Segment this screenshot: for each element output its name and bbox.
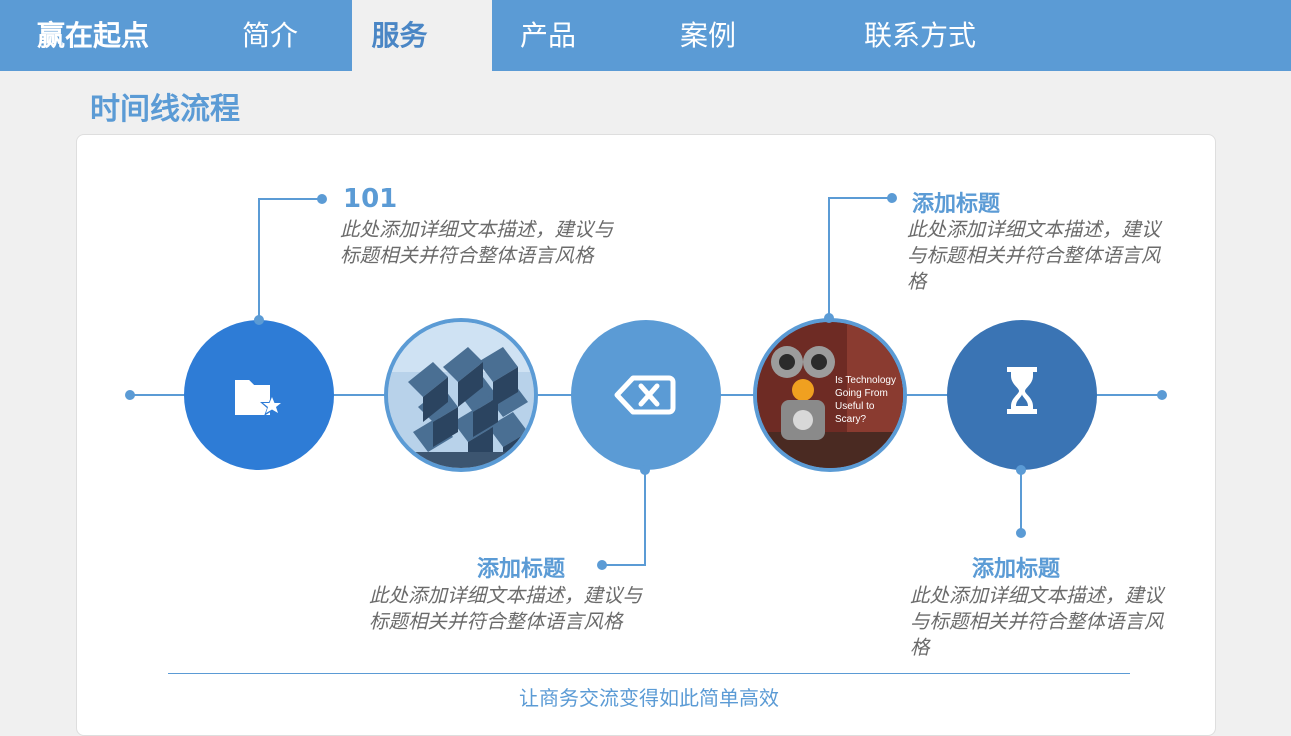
nav-item-products[interactable]: 产品 xyxy=(519,19,576,52)
robot-photo-caption: Is Technology Going From Useful to Scary… xyxy=(835,374,903,426)
item-3-title: 添加标题 xyxy=(477,557,566,582)
top-nav: 赢在起点 简介 服务 产品 案例 联系方式 xyxy=(0,0,1291,71)
nav-item-cases[interactable]: 案例 xyxy=(679,19,736,52)
item-5-description: 此处添加详细文本描述，建议与标题相关并符合整体语言风格 xyxy=(910,584,1164,659)
axis-start-dot xyxy=(125,390,135,400)
item-5-title: 添加标题 xyxy=(972,557,1061,582)
nav-item-services[interactable]: 服务 xyxy=(352,0,492,71)
timeline-node-3[interactable] xyxy=(571,320,721,470)
connector-4 xyxy=(828,197,892,318)
backspace-icon xyxy=(614,375,676,415)
connector-1 xyxy=(258,198,322,320)
connector-1-dot xyxy=(317,194,327,204)
timeline-node-3-dot-bottom xyxy=(640,465,650,475)
timeline-node-1[interactable] xyxy=(184,320,334,470)
caption-line-2: Going From xyxy=(835,388,888,399)
timeline-node-4-dot-top xyxy=(824,313,834,323)
nav-item-contact[interactable]: 联系方式 xyxy=(863,19,976,52)
connector-5-dot xyxy=(1016,528,1026,538)
timeline-node-5[interactable] xyxy=(947,320,1097,470)
caption-line-3: Useful to Scary? xyxy=(835,401,875,425)
timeline-node-1-dot-top xyxy=(254,315,264,325)
item-3-description: 此处添加详细文本描述，建议与标题相关并符合整体语言风格 xyxy=(369,584,643,633)
connector-3 xyxy=(602,470,646,566)
timeline-node-5-dot-bottom xyxy=(1016,465,1026,475)
footer-tagline: 让商务交流变得如此简单高效 xyxy=(519,686,779,710)
caption-line-1: Is Technology xyxy=(835,375,896,386)
connector-3-dot xyxy=(597,560,607,570)
timeline-node-4[interactable]: Is Technology Going From Useful to Scary… xyxy=(753,318,907,472)
nav-brand[interactable]: 赢在起点 xyxy=(36,19,149,52)
page-title: 时间线流程 xyxy=(90,92,240,127)
item-4-title: 添加标题 xyxy=(912,192,1001,217)
timeline-node-2[interactable] xyxy=(384,318,538,472)
nav-item-intro[interactable]: 简介 xyxy=(241,19,298,52)
folder-star-icon xyxy=(235,380,284,416)
axis-end-dot xyxy=(1157,390,1167,400)
connector-4-dot xyxy=(887,193,897,203)
footer-divider xyxy=(168,673,1130,674)
item-1-title: 101 xyxy=(343,184,398,214)
robot-owl-photo xyxy=(757,322,903,468)
hourglass-icon xyxy=(1007,367,1037,414)
item-1-description: 此处添加详细文本描述，建议与标题相关并符合整体语言风格 xyxy=(340,218,614,267)
item-4-description: 此处添加详细文本描述，建议与标题相关并符合整体语言风格 xyxy=(907,218,1161,293)
glass-building-photo xyxy=(388,322,534,468)
